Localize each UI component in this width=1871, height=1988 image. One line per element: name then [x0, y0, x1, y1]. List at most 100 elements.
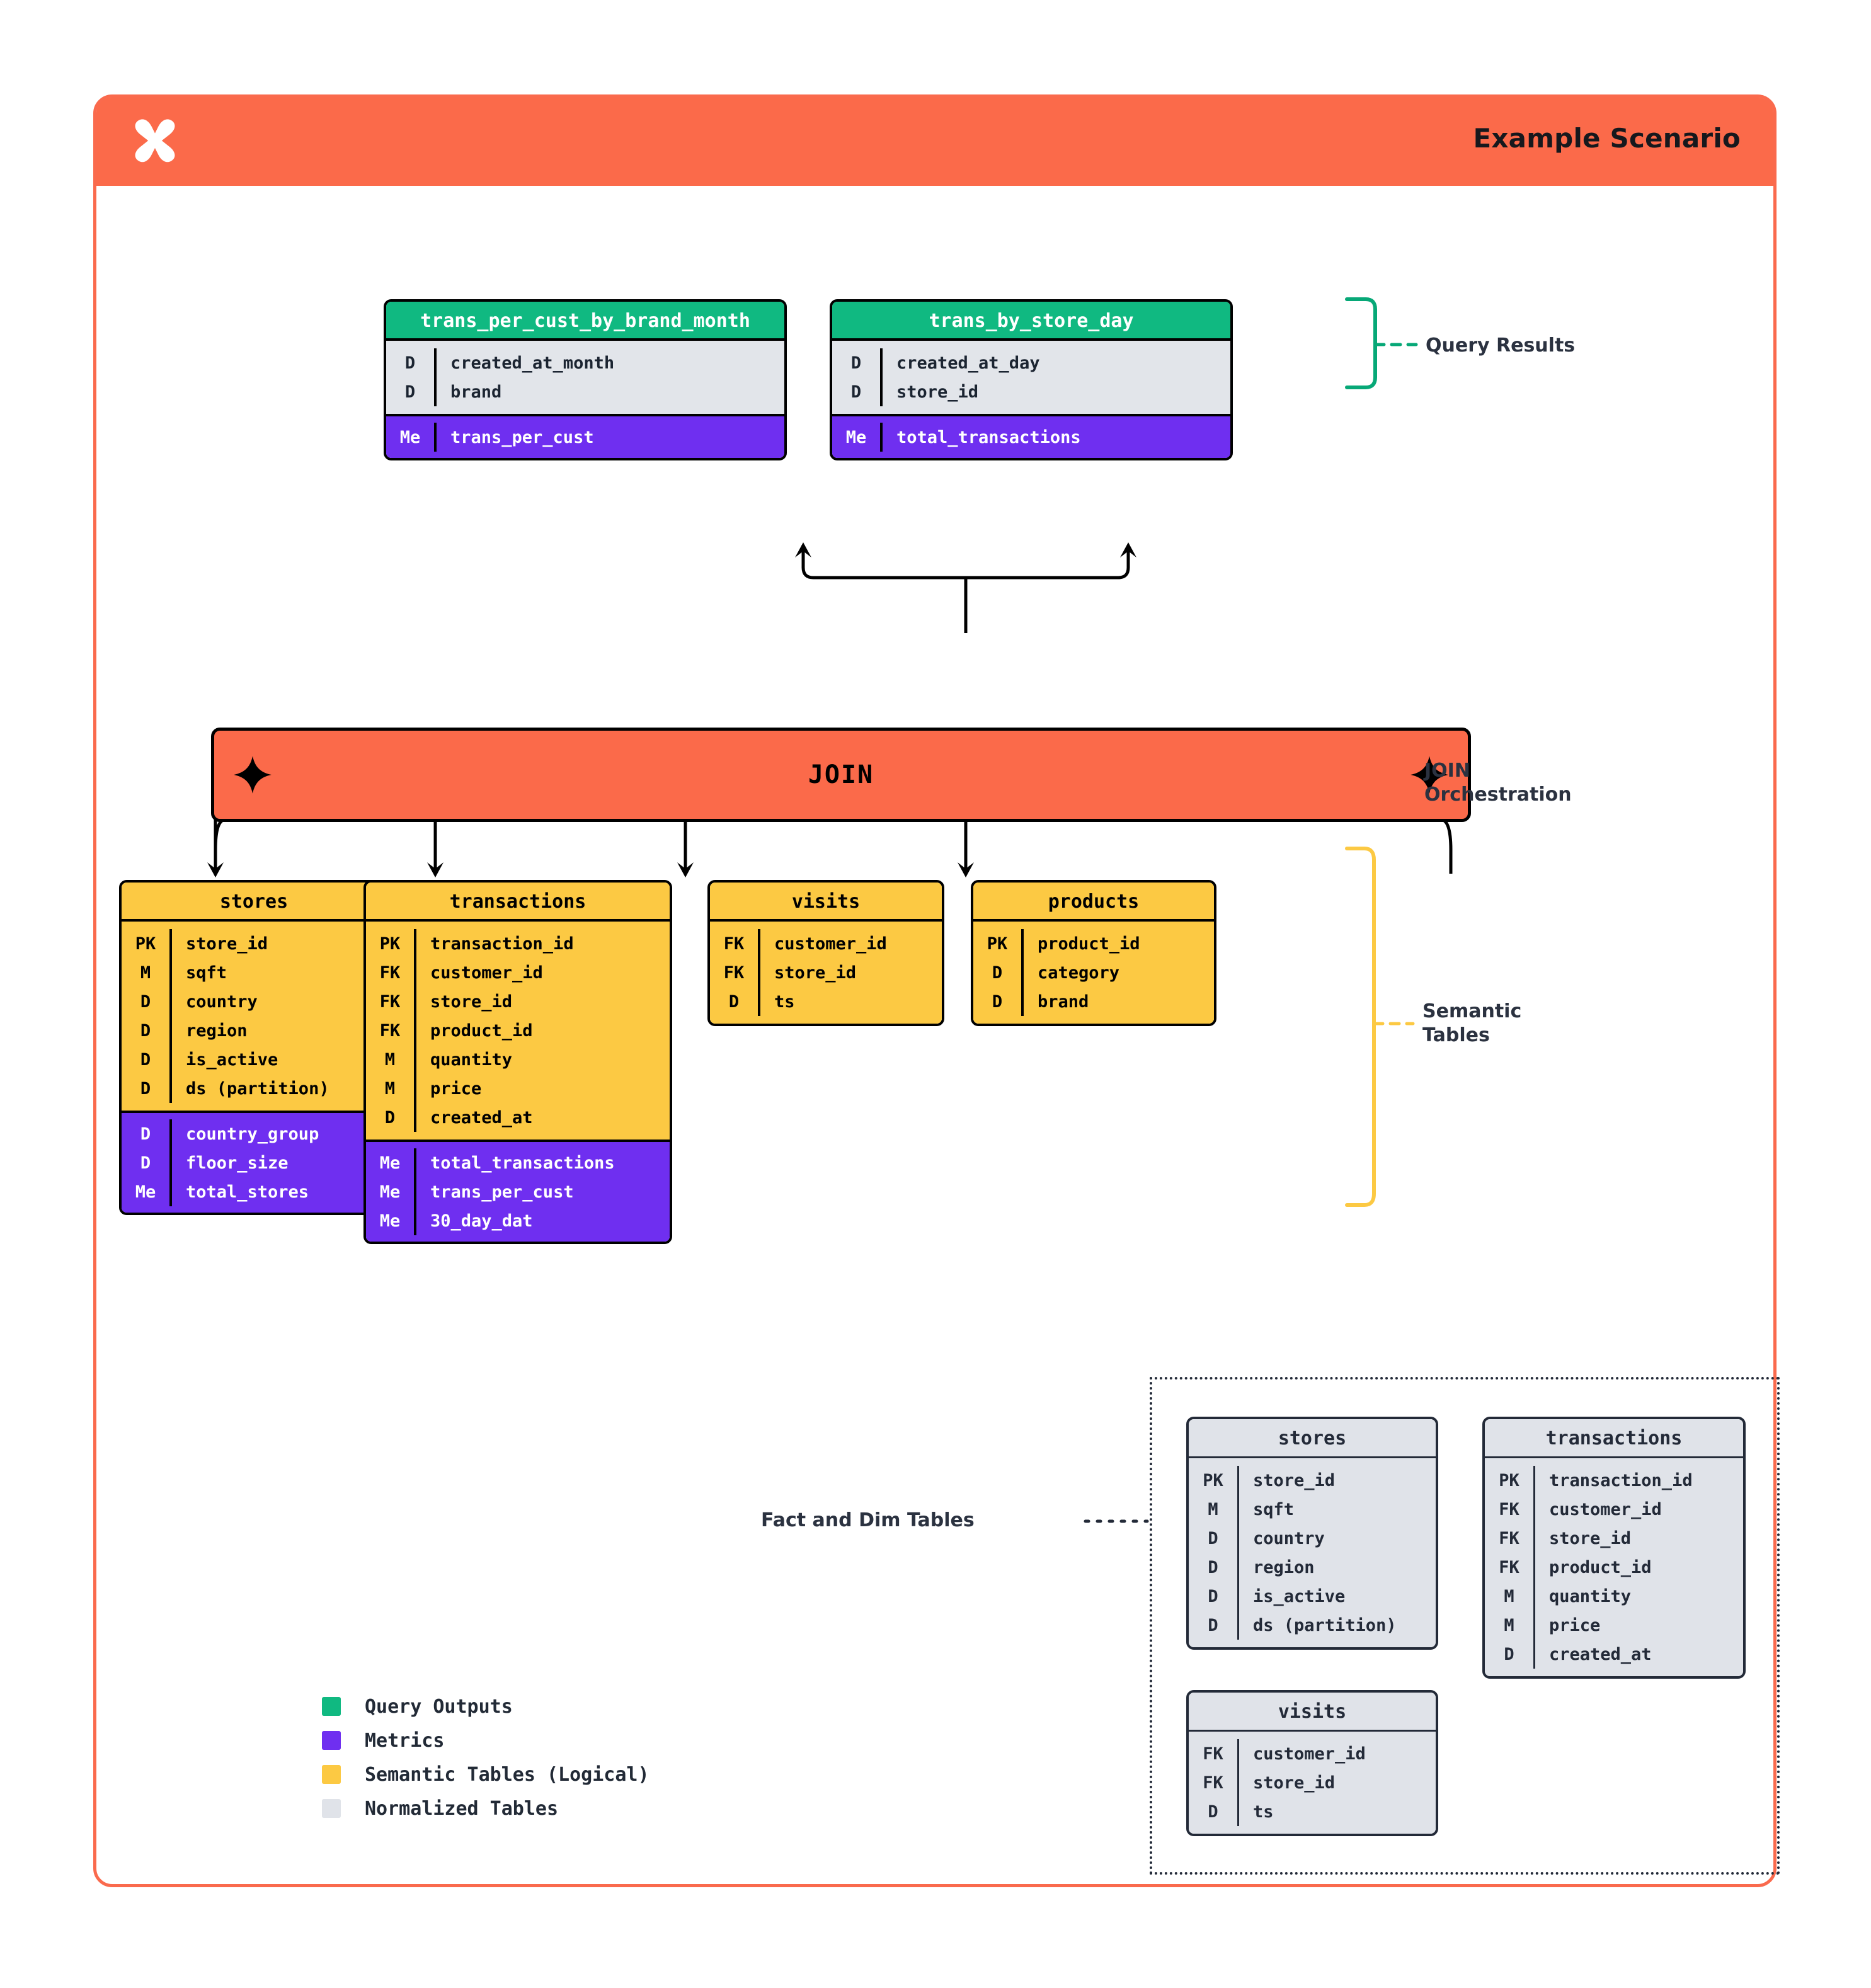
legend-swatch-purple — [322, 1731, 341, 1750]
legend-swatch-grey — [322, 1799, 341, 1818]
query-result-table-1[interactable]: trans_by_store_day D created_at_day D st… — [830, 299, 1233, 460]
column-name: created_at_month — [450, 353, 615, 373]
column-kind: D — [122, 987, 172, 1016]
column-name: customer_id — [1549, 1499, 1662, 1519]
column-name: floor_size — [186, 1153, 289, 1173]
column-kind: FK — [366, 958, 416, 987]
column-kind: D — [122, 1148, 172, 1177]
table-title: transactions — [1485, 1419, 1743, 1458]
table-title: visits — [710, 883, 942, 922]
column-name: store_id — [1253, 1773, 1336, 1793]
column-kind: M — [122, 958, 172, 987]
column-name: store_id — [430, 991, 513, 1012]
column-kind: Me — [366, 1148, 416, 1177]
column-kind: D — [122, 1119, 172, 1148]
column-kind: D — [1485, 1640, 1535, 1669]
column-name: ts — [774, 991, 795, 1012]
column-name: store_id — [774, 963, 857, 983]
table-row: D brand — [386, 377, 784, 406]
column-name: country — [186, 991, 258, 1012]
annotation-semantic-tables: Semantic Tables — [1422, 1000, 1521, 1047]
example-scenario-card: Example Scenario trans_per_cust — [93, 94, 1780, 1887]
table-row: FK customer_id — [366, 958, 670, 987]
legend-label: Semantic Tables (Logical) — [365, 1763, 649, 1786]
join-orchestration-bar[interactable]: JOIN — [211, 728, 1471, 822]
column-kind: D — [832, 377, 883, 406]
column-name: trans_per_cust — [430, 1182, 574, 1202]
query-result-table-0[interactable]: trans_per_cust_by_brand_month D created_… — [384, 299, 787, 460]
legend-item-semantic: Semantic Tables (Logical) — [322, 1757, 649, 1791]
table-title: visits — [1189, 1693, 1436, 1732]
column-kind: Me — [386, 423, 437, 452]
column-kind: M — [1485, 1611, 1535, 1640]
column-name: created_at_day — [896, 353, 1040, 373]
legend-label: Query Outputs — [365, 1695, 513, 1718]
column-name: region — [1253, 1557, 1315, 1577]
column-name: customer_id — [430, 963, 543, 983]
metrics-section: Me total_transactions — [832, 414, 1230, 458]
column-kind: PK — [366, 929, 416, 958]
column-name: region — [186, 1020, 248, 1041]
column-name: country_group — [186, 1124, 319, 1144]
fact-and-dim-group — [1150, 1377, 1780, 1875]
column-kind: D — [122, 1074, 172, 1103]
column-name: store_id — [186, 934, 268, 954]
column-name: store_id — [1253, 1470, 1336, 1490]
column-name: total_transactions — [896, 427, 1081, 447]
column-kind: D — [122, 1016, 172, 1045]
table-title: stores — [122, 883, 386, 922]
legend-item-metrics: Metrics — [322, 1723, 649, 1757]
column-name: customer_id — [774, 934, 887, 954]
column-name: ts — [1253, 1802, 1274, 1822]
column-kind: D — [832, 348, 883, 377]
dimensions-section: D created_at_month D brand — [386, 341, 784, 414]
table-title: trans_per_cust_by_brand_month — [386, 302, 784, 341]
legend-label: Normalized Tables — [365, 1797, 559, 1820]
column-name: transaction_id — [430, 934, 574, 954]
sparkle-icon-left — [234, 756, 272, 794]
annotation-query-results: Query Results — [1426, 334, 1576, 357]
column-name: product_id — [1549, 1557, 1652, 1577]
column-kind: PK — [973, 929, 1024, 958]
column-name: created_at — [1549, 1644, 1652, 1664]
column-name: 30_day_dat — [430, 1211, 533, 1231]
